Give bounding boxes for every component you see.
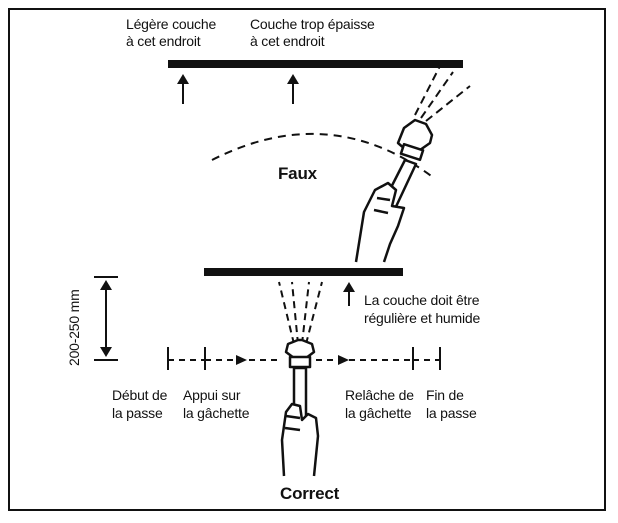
pass-path <box>167 347 441 370</box>
diagram-frame <box>8 8 606 511</box>
pass-end-label-line2: la passe <box>426 405 477 421</box>
pass-start-label-line1: Début de <box>112 387 168 403</box>
pass-direction-arrows <box>236 355 349 365</box>
even-coat-label-line2: régulière et humide <box>364 310 481 326</box>
even-coat-label-line1: La couche doit être <box>364 292 480 308</box>
thick-coat-label-line1: Couche trop épaisse <box>250 16 375 32</box>
correct-spray-cone <box>278 281 323 345</box>
wrong-light-coat-arrow <box>177 74 189 104</box>
distance-label: 200-250 mm <box>66 289 82 366</box>
wrong-arc-path <box>211 132 435 179</box>
distance-arrow <box>94 276 118 361</box>
wrong-title: Faux <box>278 164 317 183</box>
light-coat-label-line1: Légère couche <box>126 16 217 32</box>
pass-start-label-line2: la passe <box>112 405 163 421</box>
light-coat-label-line2: à cet endroit <box>126 33 201 49</box>
thick-coat-label-line2: à cet endroit <box>250 33 325 49</box>
correct-spray-gun-hand <box>280 338 320 477</box>
correct-title: Correct <box>280 484 340 503</box>
correct-surface-bar <box>204 268 403 276</box>
wrong-surface-bar <box>168 60 463 68</box>
pass-end-label-line1: Fin de <box>426 387 464 403</box>
trigger-release-label-line2: la gâchette <box>345 405 412 421</box>
wrong-spray-cone <box>414 65 471 122</box>
trigger-press-label-line1: Appui sur <box>183 387 241 403</box>
wrong-thick-coat-arrow <box>287 74 299 104</box>
even-coat-arrow <box>343 282 355 306</box>
trigger-press-label-line2: la gâchette <box>183 405 250 421</box>
wrong-spray-gun-hand <box>354 118 434 263</box>
trigger-release-label-line1: Relâche de <box>345 387 414 403</box>
